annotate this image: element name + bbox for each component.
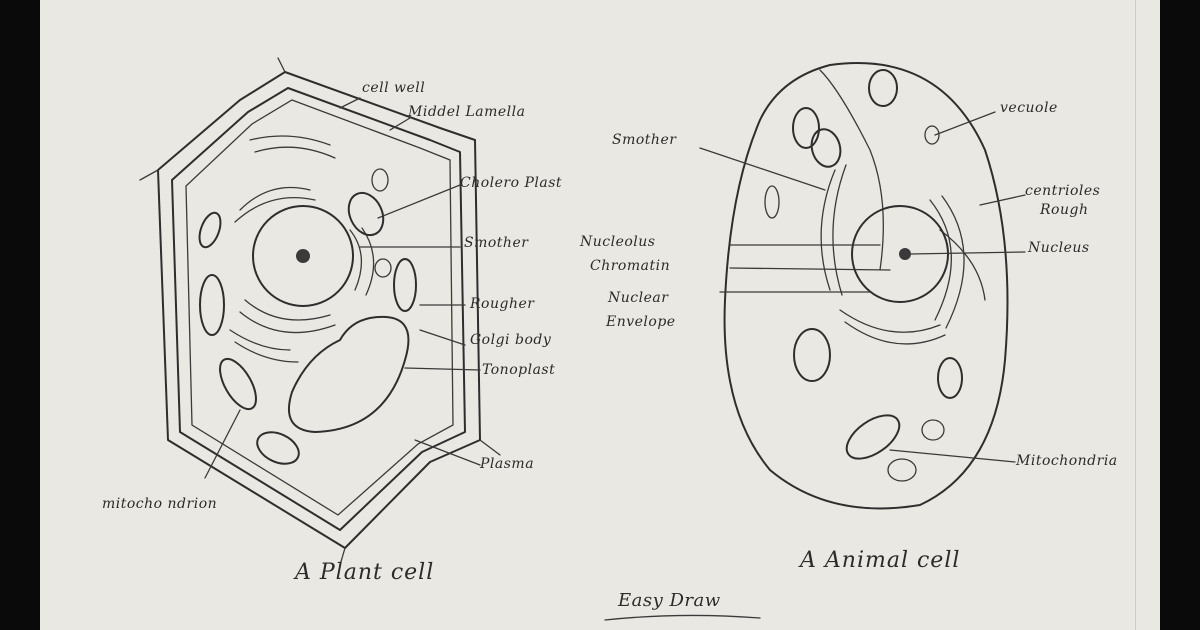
plant-cell-wall-outer (157, 71, 481, 549)
plant-cell-caption: A Plant cell (295, 560, 435, 585)
plant-chloroplast-2 (393, 258, 417, 312)
animal-mitochondrion-2 (793, 328, 831, 382)
label-chromatin: Chromatin (590, 258, 671, 274)
plant-nucleolus (296, 249, 310, 263)
label-nuclear-envelope-line2: Envelope (606, 314, 676, 330)
label-animal-smooth-er: Smother (612, 132, 677, 148)
label-nucleus: Nucleus (1028, 240, 1090, 256)
label-nuclear-envelope-line1: Nuclear (608, 290, 669, 306)
label-plasma: Plasma (480, 456, 535, 472)
animal-mitochondrion-1 (792, 107, 820, 149)
label-smooth-er: Smother (464, 235, 529, 251)
footer-title: Easy Draw (618, 590, 721, 611)
label-animal-rough-er: Rough (1040, 202, 1089, 218)
label-nucleolus: Nucleolus (580, 234, 656, 250)
cell-drawings (139, 57, 1026, 621)
label-rough-er: Rougher (470, 296, 535, 312)
label-cell-wall: cell well (362, 80, 426, 96)
animal-cell-membrane (723, 62, 1009, 510)
label-centrioles: centrioles (1025, 183, 1101, 199)
plant-chloroplast-3 (199, 274, 225, 336)
label-tonoplast: Tonoplast (482, 362, 556, 378)
plant-nucleus (252, 205, 354, 307)
label-chloroplast: Cholero Plast (460, 175, 563, 191)
label-middle-lamella: Middel Lamella (408, 104, 526, 120)
plant-vacuole (287, 315, 410, 433)
plant-cell-wall-inner (171, 87, 466, 531)
label-vacuole: vecuole (1000, 100, 1058, 116)
animal-cell (699, 62, 1026, 510)
plant-plasma-membrane (185, 99, 454, 516)
animal-mitochondrion-3 (845, 414, 901, 460)
label-mitochondrion: mitocho ndrion (102, 496, 218, 512)
footer-underline (604, 614, 761, 621)
plant-cell (139, 57, 501, 566)
plant-mitochondrion (219, 357, 257, 411)
paper-fold-line (1135, 0, 1136, 630)
label-mitochondria: Mitochondria (1016, 453, 1118, 469)
label-golgi-body: Golgi body (470, 332, 552, 348)
animal-nucleus (851, 205, 949, 303)
animal-cell-caption: A Animal cell (800, 548, 961, 573)
notebook-paper: cell well Middel Lamella Cholero Plast S… (40, 0, 1160, 630)
plant-chloroplast (347, 191, 385, 237)
animal-nucleolus (899, 248, 911, 260)
